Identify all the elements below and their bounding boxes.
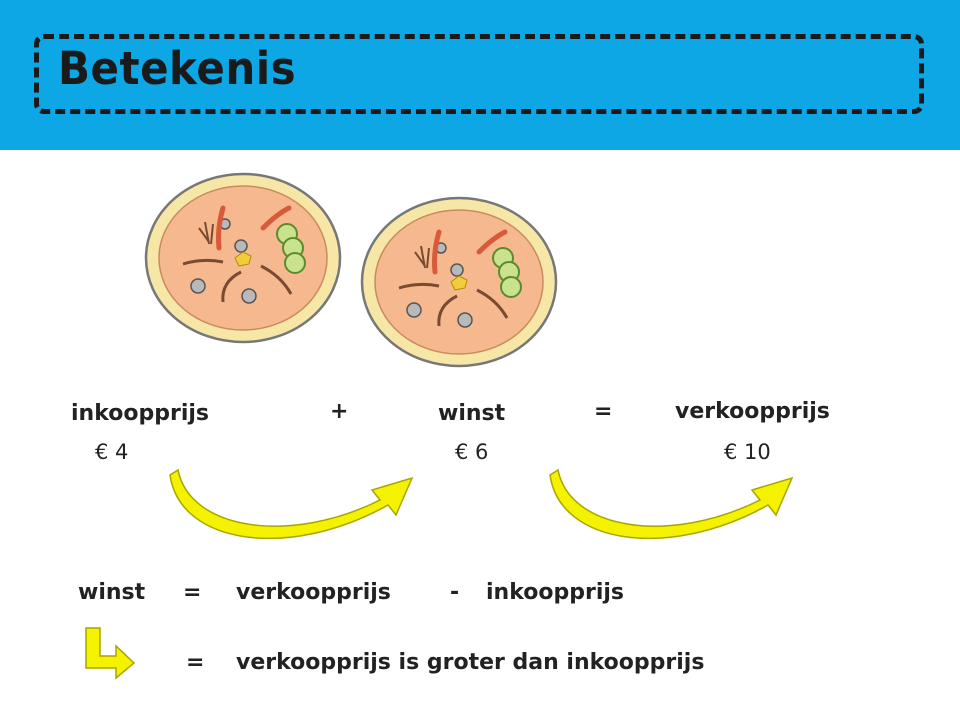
pizza-1: [144, 172, 342, 344]
formula-minus: -: [450, 580, 460, 605]
value-verkoopprijs: € 10: [724, 440, 771, 464]
page-title: Betekenis: [58, 42, 297, 95]
corner-arrow-icon: [85, 627, 136, 680]
title-frame: [34, 34, 924, 114]
header-band: [0, 0, 960, 150]
curved-arrow-1-icon: [169, 468, 414, 540]
formula-equals: =: [183, 580, 202, 605]
pizza-2: [360, 196, 558, 368]
value-winst: € 6: [455, 440, 489, 464]
formula-verkoopprijs: verkoopprijs: [236, 580, 391, 605]
value-inkoopprijs: € 4: [95, 440, 129, 464]
equals-sign: =: [594, 399, 613, 424]
conclusion-text: verkoopprijs is groter dan inkoopprijs: [236, 650, 705, 675]
term-inkoopprijs: inkoopprijs: [71, 401, 209, 426]
formula-inkoopprijs: inkoopprijs: [486, 580, 624, 605]
term-winst: winst: [438, 401, 506, 426]
conclusion-equals: =: [186, 650, 205, 675]
plus-sign: +: [330, 399, 349, 424]
curved-arrow-2-icon: [549, 468, 794, 540]
formula-winst: winst: [78, 580, 146, 605]
term-verkoopprijs: verkoopprijs: [675, 399, 830, 424]
